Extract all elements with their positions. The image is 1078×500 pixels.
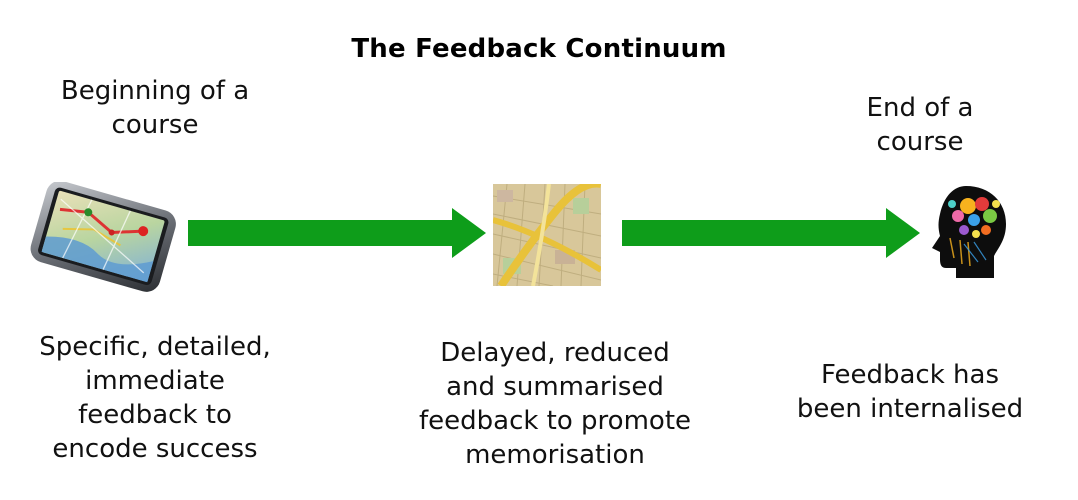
end-stage-description: Feedback has been internalised	[770, 358, 1050, 426]
description-line: Delayed, reduced	[440, 338, 670, 368]
end-stage-label: End of a course	[800, 91, 1040, 159]
start-stage-description: Specific, detailed, immediate feedback t…	[15, 330, 295, 466]
description-line: immediate	[85, 366, 225, 396]
start-stage-label: Beginning of a course	[40, 74, 270, 142]
map-icon	[493, 184, 601, 286]
brain-head-icon	[932, 186, 1006, 278]
end-label-line: End of a	[866, 93, 974, 123]
end-label-line: course	[876, 127, 964, 157]
description-line: feedback to promote	[418, 406, 692, 436]
description-line: encode success	[52, 434, 258, 464]
start-label-line: Beginning of a	[60, 76, 250, 106]
description-line: memorisation	[465, 440, 645, 470]
middle-stage-description: Delayed, reduced and summarised feedback…	[395, 336, 715, 472]
description-line: Specific, detailed,	[39, 332, 271, 362]
description-line: and summarised	[446, 372, 664, 402]
description-line: Feedback has	[820, 360, 1000, 390]
description-line: been internalised	[796, 394, 1024, 424]
diagram-title: The Feedback Continuum	[351, 34, 727, 64]
phone-gps-icon	[30, 182, 176, 292]
description-line: feedback to	[78, 400, 232, 430]
start-label-line: course	[111, 110, 199, 140]
arrow-right-icon	[188, 208, 486, 258]
arrow-right-icon	[622, 208, 920, 258]
